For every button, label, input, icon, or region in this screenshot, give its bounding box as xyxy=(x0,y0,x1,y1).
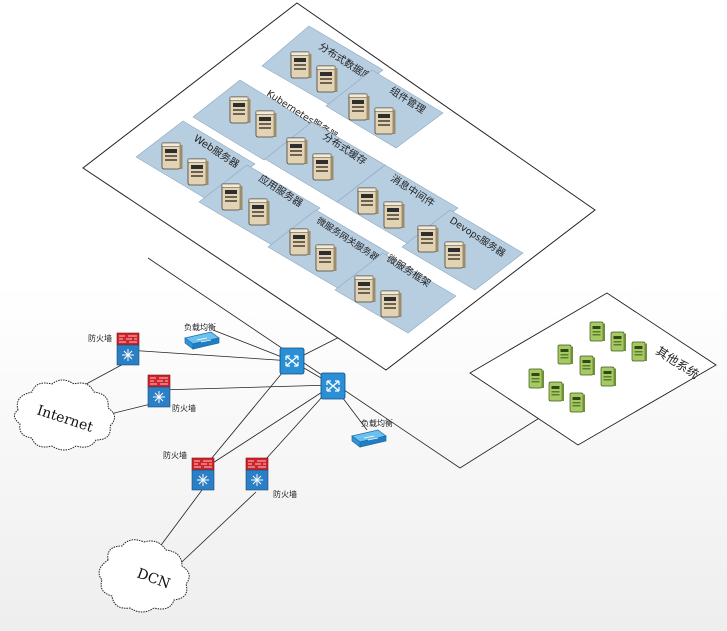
firewall-label-1: 防火墙 xyxy=(88,333,112,343)
load-balancer-label-2: 负载均衡 xyxy=(361,418,393,428)
firewall-3: 防火墙 xyxy=(163,450,215,491)
firewall-4: 防火墙 xyxy=(245,457,297,499)
firewall-1: 防火墙 xyxy=(88,332,140,366)
firewall-label-3: 防火墙 xyxy=(163,450,187,460)
load-balancer-label-1: 负载均衡 xyxy=(184,322,216,332)
firewall-2: 防火墙 xyxy=(147,374,196,413)
other-systems-panel: 其他系统 xyxy=(469,292,717,446)
core-switch-1 xyxy=(279,347,305,375)
load-balancer-2: 负载均衡 xyxy=(351,418,393,448)
dcn-cloud: DCN xyxy=(98,539,190,613)
firewall-label-2: 防火墙 xyxy=(172,403,196,413)
network-links xyxy=(63,317,378,576)
internet-cloud: Internet xyxy=(14,379,115,451)
core-switch-2 xyxy=(320,372,346,400)
load-balancer-1: 负载均衡 xyxy=(184,322,220,350)
platform-outline xyxy=(147,257,553,469)
firewall-label-4: 防火墙 xyxy=(273,489,297,499)
